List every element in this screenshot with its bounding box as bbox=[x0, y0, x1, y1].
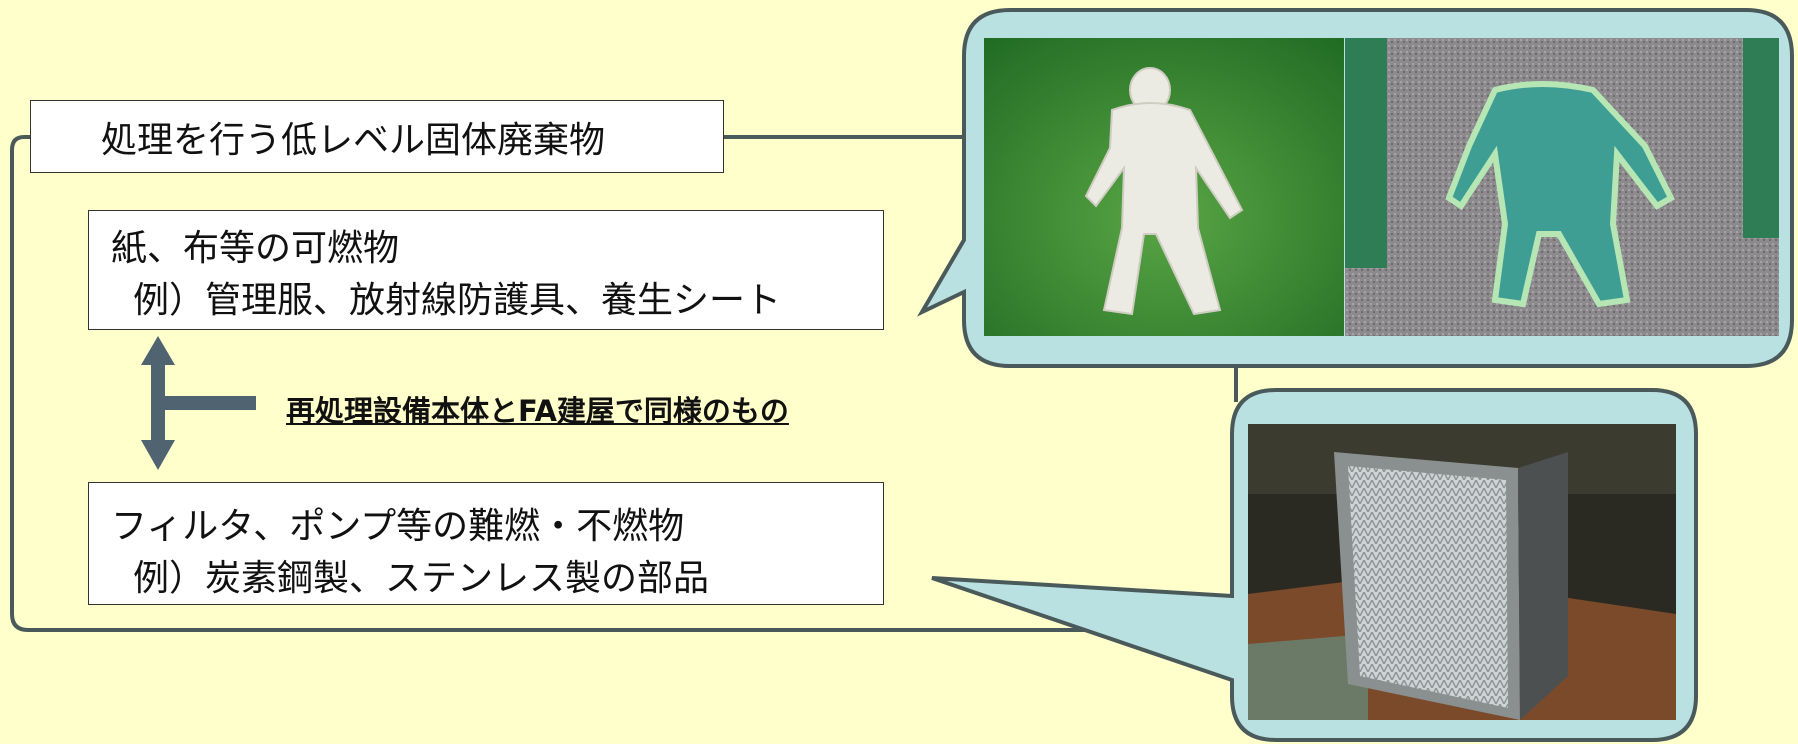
waste-title: 処理を行う低レベル固体廃棄物 bbox=[101, 119, 606, 161]
waste-title-box: 処理を行う低レベル固体廃棄物 bbox=[30, 100, 724, 173]
double-arrow-icon bbox=[141, 336, 256, 470]
hepa-filter-photo bbox=[1248, 424, 1676, 720]
combustible-heading: 紙、布等の可燃物 bbox=[111, 228, 400, 269]
noncombustible-box: フィルタ、ポンプ等の難燃・不燃物 例）炭素鋼製、ステンレス製の部品 bbox=[88, 482, 884, 605]
connector-loop bbox=[10, 135, 1090, 632]
combustible-examples: 例）管理服、放射線防護具、養生シート bbox=[133, 280, 782, 321]
noncombustible-examples: 例）炭素鋼製、ステンレス製の部品 bbox=[133, 558, 710, 599]
noncombustible-heading: フィルタ、ポンプ等の難燃・不燃物 bbox=[111, 506, 685, 547]
green-coverall-photo bbox=[1345, 38, 1779, 336]
note-text: 再処理設備本体とFA建屋で同様のもの bbox=[286, 394, 789, 428]
combustible-box: 紙、布等の可燃物 例）管理服、放射線防護具、養生シート bbox=[88, 210, 884, 330]
white-coverall-photo bbox=[984, 38, 1344, 336]
